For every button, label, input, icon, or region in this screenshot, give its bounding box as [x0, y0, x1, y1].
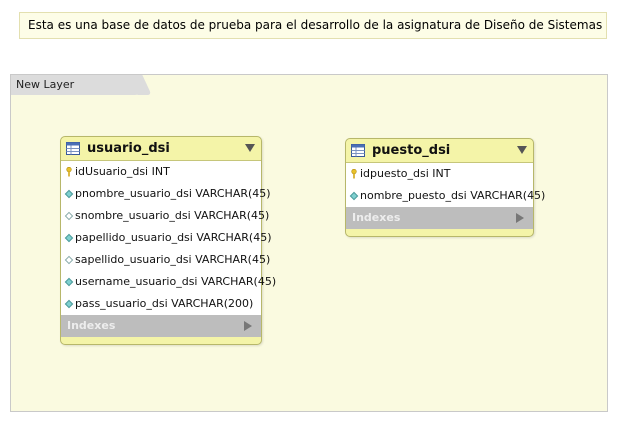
expand-arrow-icon[interactable] — [516, 213, 524, 223]
not-null-column-icon — [64, 299, 74, 309]
nullable-column-icon — [64, 255, 74, 265]
column-row[interactable]: idUsuario_dsi INT — [61, 161, 261, 183]
column-label: idpuesto_dsi INT — [360, 167, 451, 180]
indexes-section[interactable]: Indexes — [61, 315, 261, 337]
indexes-label: Indexes — [352, 211, 401, 224]
column-row[interactable]: snombre_usuario_dsi VARCHAR(45) — [61, 205, 269, 227]
collapse-icon[interactable] — [245, 144, 255, 152]
column-row[interactable]: papellido_usuario_dsi VARCHAR(45) — [61, 227, 272, 249]
nullable-column-icon — [64, 211, 74, 221]
column-row[interactable]: pass_usuario_dsi VARCHAR(200) — [61, 293, 261, 315]
collapse-icon[interactable] — [517, 146, 527, 154]
not-null-column-icon — [349, 191, 359, 201]
primary-key-icon — [351, 169, 357, 179]
table-header[interactable]: usuario_dsi — [61, 137, 261, 161]
column-label: sapellido_usuario_dsi VARCHAR(45) — [75, 253, 271, 266]
column-label: papellido_usuario_dsi VARCHAR(45) — [75, 231, 272, 244]
column-label: idUsuario_dsi INT — [75, 165, 170, 178]
expand-arrow-icon[interactable] — [244, 321, 252, 331]
layer-tab[interactable]: New Layer — [11, 75, 141, 95]
diagram-note-text: Esta es una base de datos de prueba para… — [28, 18, 606, 32]
column-row[interactable]: username_usuario_dsi VARCHAR(45) — [61, 271, 276, 293]
primary-key-icon — [66, 167, 72, 177]
table-name: puesto_dsi — [372, 143, 451, 158]
column-row[interactable]: idpuesto_dsi INT — [346, 163, 533, 185]
column-row[interactable]: nombre_puesto_dsi VARCHAR(45) — [346, 185, 545, 207]
indexes-label: Indexes — [67, 319, 116, 332]
table-name: usuario_dsi — [87, 141, 170, 156]
column-label: pnombre_usuario_dsi VARCHAR(45) — [75, 187, 271, 200]
table-icon — [351, 144, 365, 157]
not-null-column-icon — [64, 233, 74, 243]
not-null-column-icon — [64, 277, 74, 287]
layer-name: New Layer — [16, 78, 75, 91]
table-icon — [66, 142, 80, 155]
column-row[interactable]: sapellido_usuario_dsi VARCHAR(45) — [61, 249, 270, 271]
column-label: pass_usuario_dsi VARCHAR(200) — [75, 297, 254, 310]
not-null-column-icon — [64, 189, 74, 199]
indexes-section[interactable]: Indexes — [346, 207, 533, 229]
table-footer — [61, 337, 261, 344]
table-header[interactable]: puesto_dsi — [346, 139, 533, 163]
column-label: nombre_puesto_dsi VARCHAR(45) — [360, 189, 546, 202]
table-usuario-dsi[interactable]: usuario_dsi idUsuario_dsi INT pnombre_us… — [60, 136, 276, 345]
column-label: snombre_usuario_dsi VARCHAR(45) — [75, 209, 270, 222]
table-footer — [346, 229, 533, 236]
diagram-note[interactable]: Esta es una base de datos de prueba para… — [19, 12, 607, 39]
column-row[interactable]: pnombre_usuario_dsi VARCHAR(45) — [61, 183, 271, 205]
column-list: idUsuario_dsi INT pnombre_usuario_dsi VA… — [61, 161, 276, 315]
layer-area[interactable]: New Layer usuario_dsi idUsuario_dsi INT — [10, 74, 608, 412]
table-puesto-dsi[interactable]: puesto_dsi idpuesto_dsi INT nombre_puest… — [345, 138, 545, 237]
column-list: idpuesto_dsi INT nombre_puesto_dsi VARCH… — [346, 163, 545, 207]
column-label: username_usuario_dsi VARCHAR(45) — [75, 275, 277, 288]
